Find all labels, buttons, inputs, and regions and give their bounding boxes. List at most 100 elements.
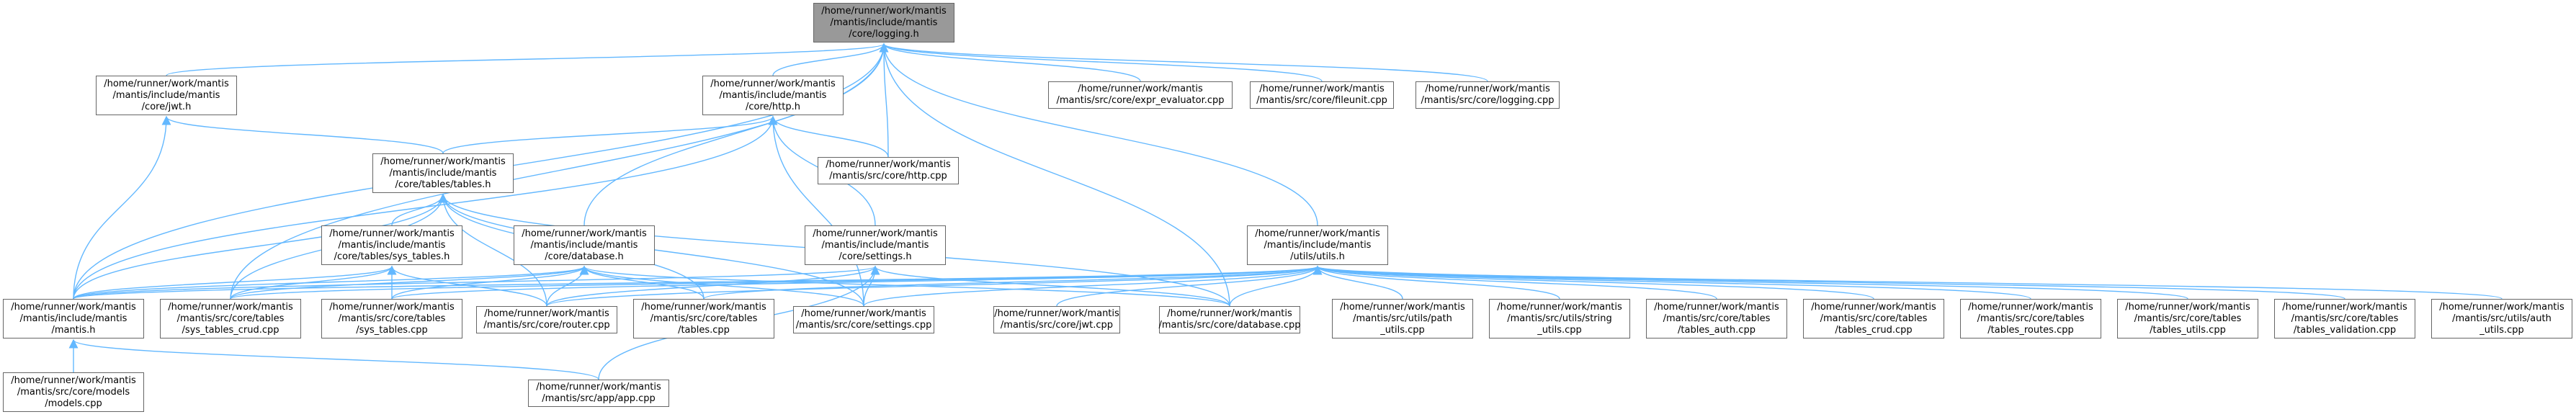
include-edge bbox=[579, 265, 705, 300]
file-node-label-line: /mantis/src/core/tables bbox=[176, 313, 285, 324]
file-node-http-cpp[interactable]: /home/runner/work/mantis/mantis/src/core… bbox=[818, 157, 959, 184]
file-node-label-line: /mantis/src/core/tables bbox=[2291, 313, 2399, 324]
file-node-label-line: /home/runner/work/mantis bbox=[1811, 301, 1936, 313]
file-node-jwt-h[interactable]: /home/runner/work/mantis/mantis/include/… bbox=[96, 76, 237, 115]
file-node-label-line: /mantis/src/core/tables bbox=[1977, 313, 2085, 324]
file-node-tables-routes-cpp[interactable]: /home/runner/work/mantis/mantis/src/core… bbox=[1960, 299, 2101, 338]
file-node-path-utils-cpp[interactable]: /home/runner/work/mantis/mantis/src/util… bbox=[1332, 299, 1473, 338]
file-node-label-line: /mantis/include/mantis bbox=[112, 89, 220, 101]
file-node-label-line: /mantis/include/mantis bbox=[719, 89, 827, 101]
file-node-label-line: /home/runner/work/mantis bbox=[522, 228, 647, 239]
file-node-logging-h[interactable]: /home/runner/work/mantis/mantis/include/… bbox=[813, 3, 954, 42]
file-node-label-line: /core/settings.h bbox=[838, 251, 912, 262]
file-node-label-line: /home/runner/work/mantis bbox=[329, 228, 455, 239]
include-edge bbox=[863, 265, 1323, 307]
file-node-auth-utils-cpp[interactable]: /home/runner/work/mantis/mantis/src/util… bbox=[2431, 299, 2572, 338]
file-node-router-cpp[interactable]: /home/runner/work/mantis/mantis/src/core… bbox=[476, 306, 617, 333]
include-edge bbox=[1313, 265, 2503, 300]
file-node-label-line: /models.cpp bbox=[45, 398, 102, 409]
file-node-label-line: /home/runner/work/mantis bbox=[2282, 301, 2407, 313]
file-node-tables-validation-cpp[interactable]: /home/runner/work/mantis/mantis/src/core… bbox=[2274, 299, 2415, 338]
file-node-label-line: /home/runner/work/mantis bbox=[168, 301, 293, 313]
file-node-label-line: /home/runner/work/mantis bbox=[104, 78, 229, 89]
file-node-utils-h[interactable]: /home/runner/work/mantis/mantis/include/… bbox=[1247, 225, 1388, 265]
include-edge bbox=[880, 42, 1488, 82]
include-edge bbox=[69, 338, 599, 380]
file-node-label-line: /mantis/src/utils/string bbox=[1507, 313, 1612, 324]
file-node-label-line: /tables.cpp bbox=[678, 324, 730, 336]
file-node-label-line: /mantis/include/mantis bbox=[821, 239, 929, 251]
file-node-logging-cpp[interactable]: /home/runner/work/mantis/mantis/src/core… bbox=[1416, 81, 1560, 109]
file-node-expr-cpp[interactable]: /home/runner/work/mantis/mantis/src/core… bbox=[1048, 81, 1233, 109]
include-edge bbox=[879, 42, 889, 158]
file-node-sys-tables-cpp[interactable]: /home/runner/work/mantis/mantis/src/core… bbox=[321, 299, 462, 338]
file-node-tables-h[interactable]: /home/runner/work/mantis/mantis/include/… bbox=[372, 153, 514, 193]
file-node-label-line: /mantis/src/core/tables bbox=[1820, 313, 1928, 324]
file-node-tables-cpp[interactable]: /home/runner/work/mantis/mantis/src/core… bbox=[633, 299, 774, 338]
include-edge bbox=[73, 193, 448, 300]
file-node-label-line: /mantis/src/core/fileunit.cpp bbox=[1256, 95, 1387, 106]
file-node-label-line: /home/runner/work/mantis bbox=[1259, 84, 1385, 94]
file-node-mantis-h[interactable]: /home/runner/work/mantis/mantis/include/… bbox=[3, 299, 144, 338]
include-edge bbox=[579, 265, 864, 307]
file-node-fileunit-cpp[interactable]: /home/runner/work/mantis/mantis/src/core… bbox=[1250, 81, 1394, 109]
file-node-label-line: /mantis/src/core/settings.cpp bbox=[795, 320, 932, 331]
file-node-label-line: /mantis/include/mantis bbox=[830, 17, 938, 28]
file-node-app-cpp[interactable]: /home/runner/work/mantis/mantis/src/app/… bbox=[528, 380, 669, 407]
include-edge bbox=[580, 265, 1230, 307]
file-node-settings-h[interactable]: /home/runner/work/mantis/mantis/include/… bbox=[805, 225, 946, 265]
include-edge bbox=[391, 265, 1322, 300]
file-node-label-line: /tables_auth.cpp bbox=[1678, 324, 1756, 336]
file-node-label-line: /mantis/src/core/tables bbox=[1663, 313, 1771, 324]
include-edge bbox=[879, 42, 1323, 82]
file-node-label-line: /home/runner/work/mantis bbox=[329, 301, 455, 313]
file-node-sys-tables-h[interactable]: /home/runner/work/mantis/mantis/include/… bbox=[321, 225, 462, 265]
file-node-tables-auth-cpp[interactable]: /home/runner/work/mantis/mantis/src/core… bbox=[1646, 299, 1787, 338]
file-node-label-line: /home/runner/work/mantis bbox=[1255, 228, 1380, 239]
file-node-label-line: /home/runner/work/mantis bbox=[536, 382, 661, 393]
file-node-label-line: /core/logging.h bbox=[849, 28, 919, 40]
file-node-settings-cpp[interactable]: /home/runner/work/mantis/mantis/src/core… bbox=[793, 306, 934, 333]
file-node-label-line: /mantis/include/mantis bbox=[19, 313, 128, 324]
file-node-label-line: /home/runner/work/mantis bbox=[11, 301, 136, 313]
file-node-label-line: /sys_tables.cpp bbox=[356, 324, 428, 336]
include-edge bbox=[879, 42, 1318, 226]
file-node-database-cpp[interactable]: /home/runner/work/mantis/mantis/src/core… bbox=[1158, 306, 1301, 333]
file-node-label-line: /tables_validation.cpp bbox=[2293, 324, 2397, 336]
file-node-label-line: /home/runner/work/mantis bbox=[710, 78, 836, 89]
include-edge bbox=[1313, 265, 2031, 300]
file-node-label-line: /mantis/src/core/jwt.cpp bbox=[1000, 320, 1114, 331]
file-node-models-cpp[interactable]: /home/runner/work/mantis/mantis/src/core… bbox=[3, 372, 144, 412]
file-node-label-line: /core/tables/sys_tables.h bbox=[334, 251, 450, 262]
file-node-jwt-cpp[interactable]: /home/runner/work/mantis/mantis/src/core… bbox=[993, 306, 1120, 333]
file-node-label-line: /home/runner/work/mantis bbox=[994, 308, 1119, 319]
include-edge bbox=[583, 42, 889, 226]
include-edge bbox=[161, 115, 444, 154]
file-node-label-line: _utils.cpp bbox=[2479, 324, 2524, 336]
file-node-label-line: /home/runner/work/mantis bbox=[641, 301, 766, 313]
file-node-label-line: /home/runner/work/mantis bbox=[2439, 301, 2564, 313]
include-edge bbox=[546, 265, 880, 307]
file-node-label-line: /home/runner/work/mantis bbox=[813, 228, 938, 239]
file-node-label-line: /home/runner/work/mantis bbox=[1340, 301, 1465, 313]
file-node-tables-utils-cpp[interactable]: /home/runner/work/mantis/mantis/src/core… bbox=[2117, 299, 2258, 338]
file-node-label-line: /home/runner/work/mantis bbox=[2125, 301, 2250, 313]
file-node-label-line: /mantis/src/core/tables bbox=[2134, 313, 2242, 324]
file-node-label-line: /mantis/src/core/expr_evaluator.cpp bbox=[1056, 95, 1225, 106]
include-edge bbox=[1312, 265, 1560, 300]
file-node-tables-crud-cpp[interactable]: /home/runner/work/mantis/mantis/src/core… bbox=[1803, 299, 1944, 338]
file-node-database-h[interactable]: /home/runner/work/mantis/mantis/include/… bbox=[514, 225, 655, 265]
include-edge bbox=[166, 42, 888, 76]
include-edge bbox=[546, 265, 1322, 307]
include-edge bbox=[442, 115, 778, 154]
include-edge bbox=[703, 265, 1322, 300]
file-node-label-line: /mantis/src/core/http.cpp bbox=[829, 171, 947, 181]
include-edge bbox=[879, 42, 1141, 82]
file-node-http-h[interactable]: /home/runner/work/mantis/mantis/include/… bbox=[702, 76, 844, 115]
file-node-label-line: /mantis/src/utils/auth bbox=[2452, 313, 2552, 324]
include-edge bbox=[1056, 265, 1323, 307]
include-edge bbox=[73, 265, 589, 300]
file-node-label-line: _utils.cpp bbox=[1537, 324, 1582, 336]
file-node-sys-tables-crud-cpp[interactable]: /home/runner/work/mantis/mantis/src/core… bbox=[160, 299, 301, 338]
file-node-string-utils-cpp[interactable]: /home/runner/work/mantis/mantis/src/util… bbox=[1489, 299, 1630, 338]
